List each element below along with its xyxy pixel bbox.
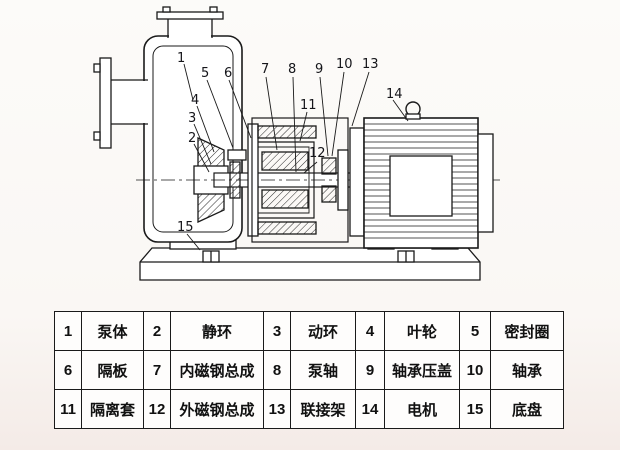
table-row: 1 泵体 2 静环 3 动环 4 叶轮 5 密封圈: [54, 311, 564, 351]
pump-diagram: [93, 6, 502, 281]
callout-13: 13: [362, 57, 379, 72]
motor-frame-window: [389, 155, 453, 217]
callout-12: 12: [309, 146, 326, 161]
inner-magnet: [261, 151, 309, 209]
callout-3: 3: [188, 111, 197, 126]
callout-5: 5: [201, 66, 210, 81]
callout-9: 9: [315, 62, 324, 77]
part-num: 12: [143, 389, 171, 429]
part-name: 轴承压盖: [384, 350, 460, 390]
callout-11: 11: [300, 98, 317, 113]
motor: [349, 101, 494, 249]
table-row: 11 隔离套 12 外磁钢总成 13 联接架 14 电机 15 底盘: [54, 389, 564, 429]
part-num: 10: [459, 350, 491, 390]
parts-table: 1 泵体 2 静环 3 动环 4 叶轮 5 密封圈 6 隔板 7 内磁钢总成 8…: [54, 311, 564, 429]
callout-2: 2: [188, 131, 197, 146]
part-name: 叶轮: [384, 311, 460, 351]
base-plate: [139, 247, 481, 281]
part-name: 电机: [384, 389, 460, 429]
part-num: 14: [355, 389, 385, 429]
part-name: 内磁钢总成: [170, 350, 264, 390]
part-num: 7: [143, 350, 171, 390]
part-num: 15: [459, 389, 491, 429]
callout-7: 7: [261, 62, 270, 77]
callout-15: 15: [177, 220, 194, 235]
part-name: 底盘: [490, 389, 564, 429]
part-name: 静环: [170, 311, 264, 351]
lifting-eye: [405, 101, 421, 120]
part-num: 3: [263, 311, 291, 351]
part-num: 5: [459, 311, 491, 351]
part-name: 密封圈: [490, 311, 564, 351]
part-name: 联接架: [290, 389, 356, 429]
part-num: 4: [355, 311, 385, 351]
leader-lines: [183, 63, 409, 251]
isolation-sleeve: [258, 141, 315, 219]
part-num: 13: [263, 389, 291, 429]
part-name: 泵轴: [290, 350, 356, 390]
part-name: 外磁钢总成: [170, 389, 264, 429]
part-num: 11: [54, 389, 82, 429]
part-name: 隔板: [81, 350, 144, 390]
suction-flange: [156, 6, 224, 40]
mech-seal: [227, 149, 247, 199]
part-name: 动环: [290, 311, 356, 351]
part-num: 2: [143, 311, 171, 351]
separator-plate: [247, 123, 259, 237]
part-num: 8: [263, 350, 291, 390]
part-name: 泵体: [81, 311, 144, 351]
table-row: 6 隔板 7 内磁钢总成 8 泵轴 9 轴承压盖 10 轴承: [54, 350, 564, 390]
callout-10: 10: [336, 57, 353, 72]
callout-8: 8: [288, 62, 297, 77]
part-num: 9: [355, 350, 385, 390]
callout-4: 4: [191, 93, 200, 108]
bearing: [321, 157, 337, 203]
callout-14: 14: [386, 87, 403, 102]
bearing-cover: [337, 149, 349, 211]
part-name: 隔离套: [81, 389, 144, 429]
callout-6: 6: [224, 66, 233, 81]
inlet-flange: [93, 57, 148, 149]
part-num: 1: [54, 311, 82, 351]
part-name: 轴承: [490, 350, 564, 390]
callout-1: 1: [177, 51, 186, 66]
part-num: 6: [54, 350, 82, 390]
